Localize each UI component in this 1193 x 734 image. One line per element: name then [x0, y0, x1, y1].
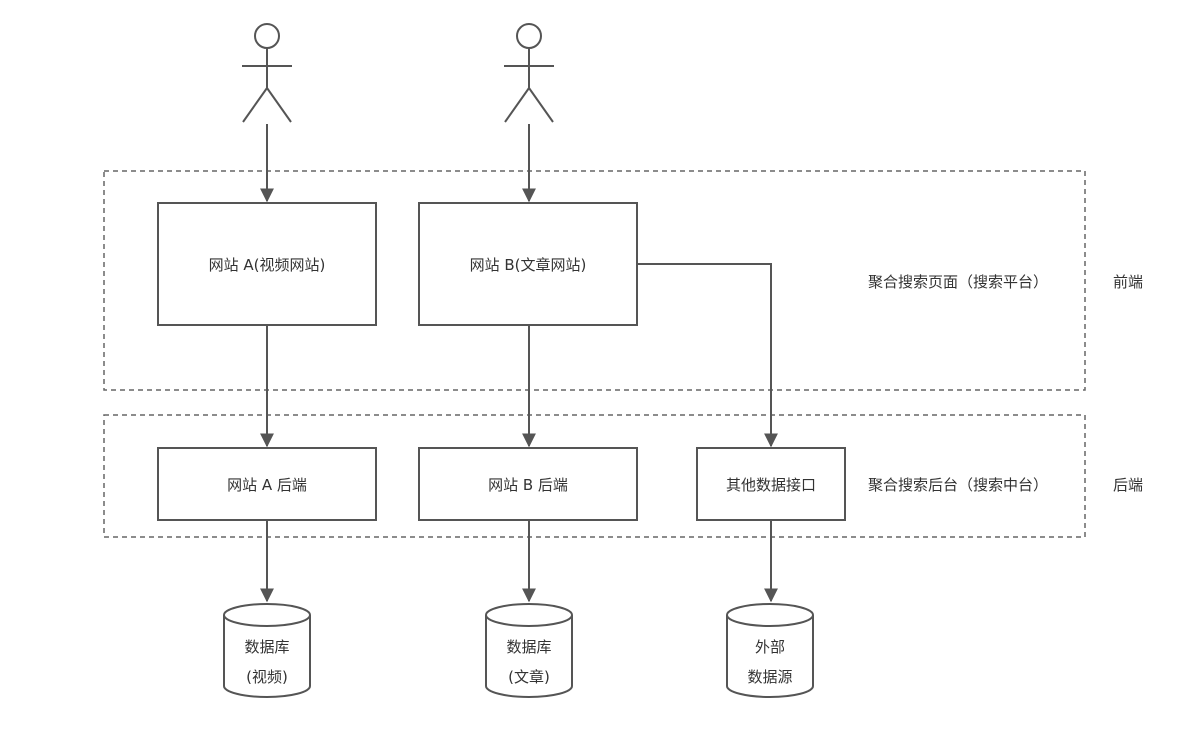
external-source-label: 外部 数据源: [727, 632, 813, 692]
site-a-label: 网站 A(视频网站): [208, 255, 326, 274]
edge-site-b-other-api: [637, 263, 778, 448]
db-video-cylinder: [223, 603, 311, 698]
backend-group-container: [103, 414, 1086, 538]
frontend-platform-label: 聚合搜索页面（搜索平台）: [868, 272, 1049, 291]
user-a-icon: [242, 23, 292, 123]
other-api-box: [696, 447, 846, 521]
frontend-tier-label: 前端: [1113, 272, 1144, 291]
db-video-label: 数据库 (视频): [224, 632, 310, 692]
db-article-label: 数据库 (文章): [486, 632, 572, 692]
backend-b-label: 网站 B 后端: [488, 475, 568, 494]
db-video-line-2: (视频): [246, 668, 288, 686]
external-line-1: 外部: [754, 638, 785, 656]
site-b-label: 网站 B(文章网站): [469, 255, 587, 274]
other-api-label: 其他数据接口: [725, 475, 816, 494]
external-source-cylinder: [726, 603, 814, 698]
user-b-icon: [504, 23, 554, 123]
backend-a-label: 网站 A 后端: [227, 475, 307, 494]
db-video-line-1: 数据库: [244, 638, 290, 656]
backend-tier-label: 后端: [1113, 475, 1144, 494]
db-article-cylinder: [485, 603, 573, 698]
backend-a-box: [157, 447, 377, 521]
frontend-group-container: [103, 170, 1086, 391]
backend-platform-label: 聚合搜索后台（搜索中台）: [868, 475, 1049, 494]
backend-b-box: [418, 447, 638, 521]
db-article-line-1: 数据库: [506, 638, 552, 656]
external-line-2: 数据源: [747, 668, 793, 686]
db-article-line-2: (文章): [508, 668, 550, 686]
